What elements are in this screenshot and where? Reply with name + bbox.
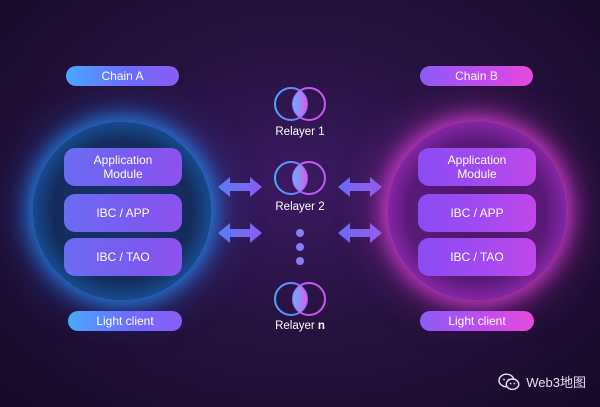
relayer-n-prefix: Relayer xyxy=(275,320,318,332)
chain-a-title-text: Chain A xyxy=(101,69,144,83)
relayer-n-label: Relayer n xyxy=(260,320,340,332)
chain-a-light-client: Light client xyxy=(68,311,182,331)
relayer-2-prefix: Relayer xyxy=(275,201,319,213)
chain-b-application-module: Application Module xyxy=(418,148,536,186)
relayer-2-suffix: 2 xyxy=(318,201,325,213)
relayer-1-label: Relayer 1 xyxy=(260,126,340,138)
chain-a-title: Chain A xyxy=(66,66,179,86)
left-lower-double-arrow-icon xyxy=(218,223,262,243)
relayer-1-suffix: 1 xyxy=(318,126,325,138)
chain-b-light-client-text: Light client xyxy=(448,314,506,328)
chain-a-ibc-tao: IBC / TAO xyxy=(64,238,182,276)
chain-b-light-client: Light client xyxy=(420,311,534,331)
chain-a-light-client-text: Light client xyxy=(96,314,154,328)
watermark: Web3地图 xyxy=(498,372,586,391)
chain-a-application-module: Application Module xyxy=(64,148,182,186)
relayer-1-venn-icon xyxy=(274,87,326,121)
right-lower-double-arrow-icon xyxy=(338,223,382,243)
chain-a-application-module-line1: Application xyxy=(93,153,153,167)
chain-b-application-module-line1: Application xyxy=(447,153,507,167)
wechat-icon xyxy=(498,372,520,390)
right-upper-double-arrow-icon xyxy=(338,177,382,197)
ellipsis-dot-1 xyxy=(296,229,304,237)
chain-b-ibc-tao: IBC / TAO xyxy=(418,238,536,276)
ellipsis-dot-2 xyxy=(296,243,304,251)
relayer-2-label: Relayer 2 xyxy=(260,201,340,213)
chain-b-ibc-tao-text: IBC / TAO xyxy=(450,250,504,264)
chain-a-ibc-app-text: IBC / APP xyxy=(96,206,150,220)
left-upper-double-arrow-icon xyxy=(218,177,262,197)
chain-a-ibc-app: IBC / APP xyxy=(64,194,182,232)
chain-b-title: Chain B xyxy=(420,66,533,86)
chain-b-title-text: Chain B xyxy=(455,69,498,83)
chain-a-ibc-tao-text: IBC / TAO xyxy=(96,250,150,264)
relayer-1-prefix: Relayer xyxy=(275,126,319,138)
chain-b-application-module-line2: Module xyxy=(457,167,497,181)
chain-b-ibc-app-text: IBC / APP xyxy=(450,206,504,220)
relayer-n-suffix: n xyxy=(317,320,325,332)
ellipsis-dot-3 xyxy=(296,257,304,265)
relayer-n-venn-icon xyxy=(274,282,326,316)
watermark-text: Web3地图 xyxy=(526,375,586,390)
chain-b-ibc-app: IBC / APP xyxy=(418,194,536,232)
chain-a-application-module-line2: Module xyxy=(103,167,143,181)
relayer-2-venn-icon xyxy=(274,161,326,195)
